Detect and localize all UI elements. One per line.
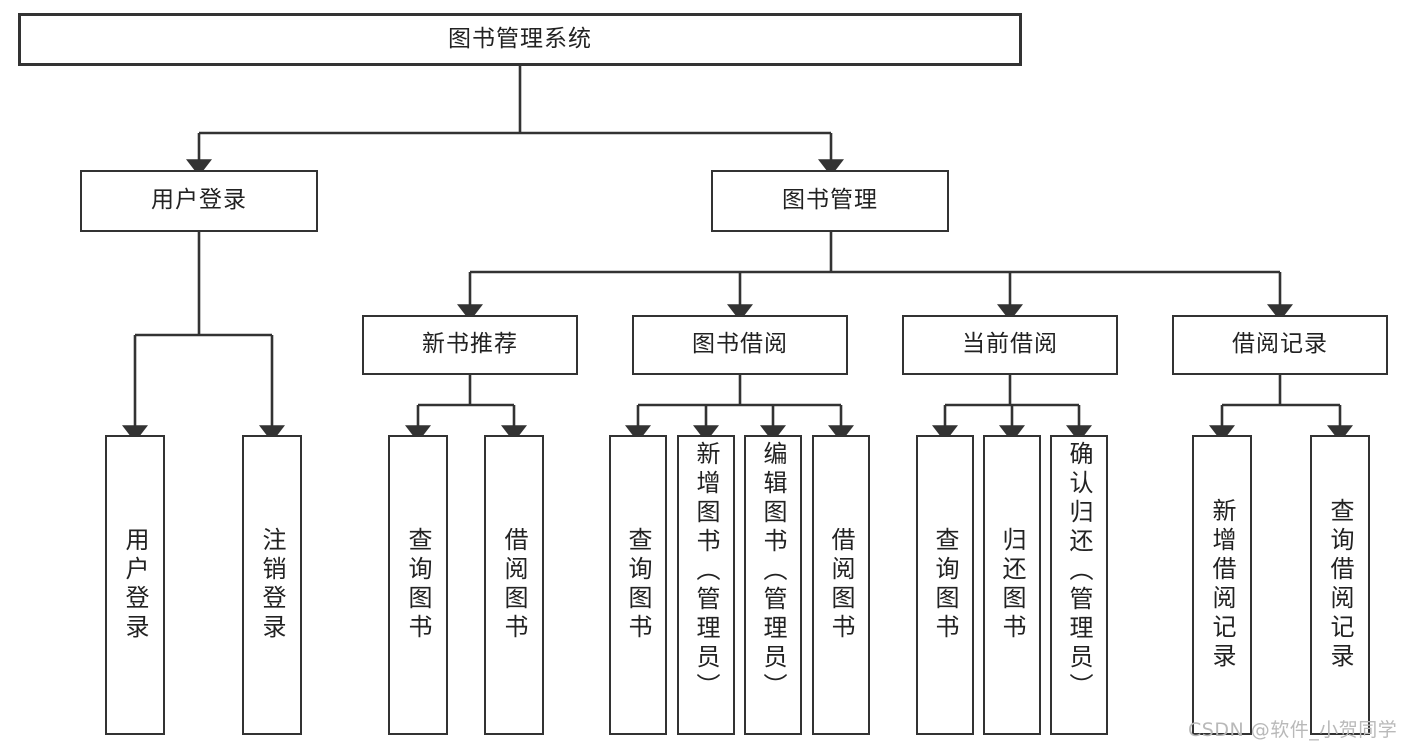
leaf-label: 注销登录 bbox=[258, 527, 286, 643]
leaf-label: 查询借阅记录 bbox=[1326, 498, 1354, 672]
node-borrow-record[interactable]: 借阅记录 bbox=[1172, 315, 1388, 375]
leaf-label: 借阅图书 bbox=[827, 527, 855, 643]
leaf-label: 编辑图书（管理员） bbox=[759, 441, 787, 702]
leaf-label: 借阅图书 bbox=[500, 527, 528, 643]
node-current-borrow-label: 当前借阅 bbox=[962, 331, 1058, 358]
leaf-current-query-book[interactable]: 查询图书 bbox=[916, 435, 974, 735]
leaf-record-add-record[interactable]: 新增借阅记录 bbox=[1192, 435, 1252, 735]
node-root[interactable]: 图书管理系统 bbox=[18, 13, 1022, 66]
leaf-label: 归还图书 bbox=[998, 527, 1026, 643]
leaf-current-confirm-return-admin[interactable]: 确认归还（管理员） bbox=[1050, 435, 1108, 735]
leaf-user-login-login[interactable]: 用户登录 bbox=[105, 435, 165, 735]
node-book-borrow-label: 图书借阅 bbox=[692, 331, 788, 358]
leaf-label: 用户登录 bbox=[121, 527, 149, 643]
leaf-label: 查询图书 bbox=[624, 527, 652, 643]
leaf-recommend-query-book[interactable]: 查询图书 bbox=[388, 435, 448, 735]
leaf-borrow-query-book[interactable]: 查询图书 bbox=[609, 435, 667, 735]
leaf-recommend-borrow-book[interactable]: 借阅图书 bbox=[484, 435, 544, 735]
node-root-label: 图书管理系统 bbox=[448, 25, 592, 52]
leaf-current-return-book[interactable]: 归还图书 bbox=[983, 435, 1041, 735]
node-book-management[interactable]: 图书管理 bbox=[711, 170, 949, 232]
node-current-borrow[interactable]: 当前借阅 bbox=[902, 315, 1118, 375]
leaf-borrow-edit-book-admin[interactable]: 编辑图书（管理员） bbox=[744, 435, 802, 735]
node-user-login[interactable]: 用户登录 bbox=[80, 170, 318, 232]
leaf-label: 查询图书 bbox=[404, 527, 432, 643]
node-book-borrow[interactable]: 图书借阅 bbox=[632, 315, 848, 375]
node-borrow-record-label: 借阅记录 bbox=[1232, 331, 1328, 358]
node-book-management-label: 图书管理 bbox=[782, 187, 878, 214]
node-new-book-recommend[interactable]: 新书推荐 bbox=[362, 315, 578, 375]
watermark: CSDN @软件_小贺同学 bbox=[1188, 719, 1398, 741]
leaf-label: 新增图书（管理员） bbox=[692, 441, 720, 702]
leaf-label: 新增借阅记录 bbox=[1208, 498, 1236, 672]
leaf-user-login-logout[interactable]: 注销登录 bbox=[242, 435, 302, 735]
leaf-record-query-record[interactable]: 查询借阅记录 bbox=[1310, 435, 1370, 735]
leaf-label: 确认归还（管理员） bbox=[1065, 441, 1093, 702]
node-user-login-label: 用户登录 bbox=[151, 187, 247, 214]
leaf-borrow-borrow-book[interactable]: 借阅图书 bbox=[812, 435, 870, 735]
leaf-borrow-add-book-admin[interactable]: 新增图书（管理员） bbox=[677, 435, 735, 735]
leaf-label: 查询图书 bbox=[931, 527, 959, 643]
node-new-book-recommend-label: 新书推荐 bbox=[422, 331, 518, 358]
